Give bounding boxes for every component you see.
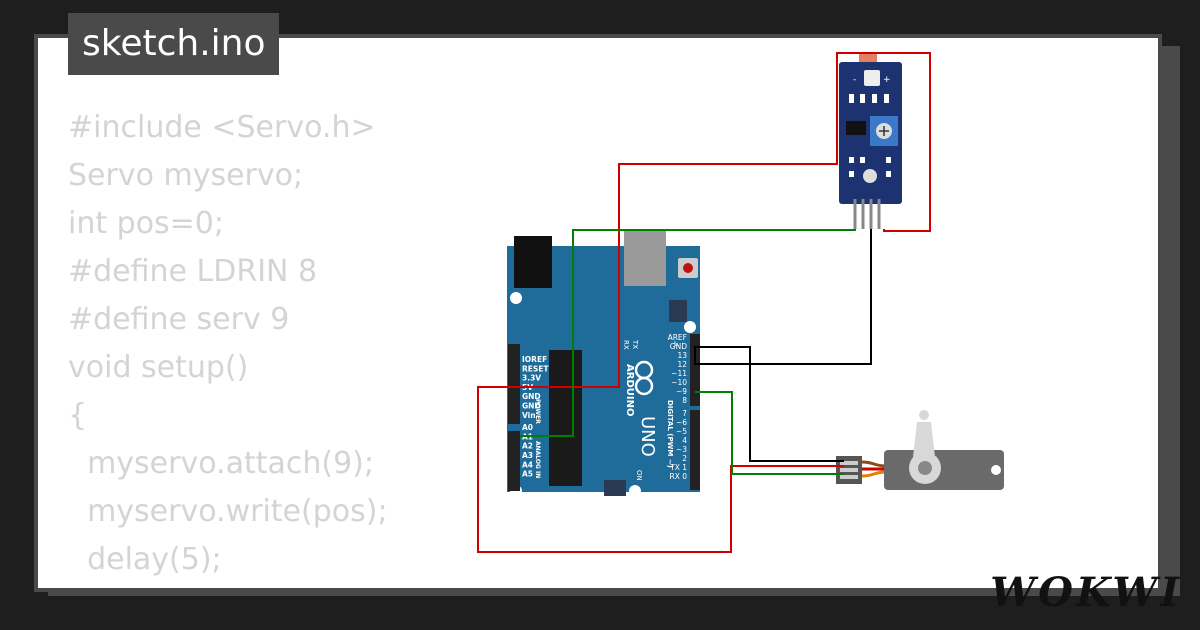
tx-label: TX bbox=[631, 339, 639, 349]
header-pin-label: RX 0 bbox=[669, 472, 687, 481]
pin-label: A2 bbox=[522, 442, 533, 451]
analog-header bbox=[508, 431, 520, 491]
board-brand-text: ARDUINO bbox=[624, 364, 635, 416]
power-section-label: POWER bbox=[534, 399, 541, 424]
pin-label: A5 bbox=[522, 470, 533, 479]
board-model-text: UNO bbox=[637, 416, 658, 457]
photoresistor-icon bbox=[859, 52, 877, 62]
header-pin-label: ~10 bbox=[671, 378, 687, 387]
wire-gnd-black bbox=[694, 229, 872, 462]
code-line: Servo myservo; bbox=[68, 158, 304, 193]
code-line: #include <Servo.h> bbox=[68, 110, 376, 145]
ldr-sensor-module[interactable]: - + bbox=[839, 52, 902, 229]
circuit-diagram: - + bbox=[477, 52, 1004, 553]
header-pin-label: AREF bbox=[668, 333, 687, 342]
pin-label: GND bbox=[522, 402, 541, 411]
wire-vcc-red bbox=[477, 52, 931, 553]
header-pin-label: ~3 bbox=[676, 445, 687, 454]
code-line: #define LDRIN 8 bbox=[68, 254, 318, 289]
code-line: myservo.attach(9); bbox=[68, 446, 374, 481]
arduino-uno-board[interactable]: IOREFRESET3.3V5VGNDGNDVinA0A1A2A3A4A5ARE… bbox=[507, 231, 700, 497]
on-label: ON bbox=[635, 470, 643, 481]
code-line: myservo.write(pos); bbox=[68, 494, 388, 529]
digital-header-high bbox=[690, 334, 700, 406]
header-pin-label: 4 bbox=[682, 436, 687, 445]
header-pin-label: 13 bbox=[677, 351, 687, 360]
code-line: #define serv 9 bbox=[68, 302, 290, 337]
servo-motor[interactable] bbox=[836, 410, 1004, 490]
pin-label: A4 bbox=[522, 460, 533, 469]
code-listing: #include <Servo.h> Servo myservo; int po… bbox=[68, 104, 388, 588]
code-line: delay(5); bbox=[68, 542, 222, 577]
pin-label: GND bbox=[522, 392, 541, 401]
digital-header-low bbox=[690, 410, 700, 490]
header-pin-label: 2 bbox=[682, 454, 687, 463]
usb-connector bbox=[624, 231, 666, 286]
wire-signal-green bbox=[520, 229, 856, 437]
pin-label: A3 bbox=[522, 451, 533, 460]
header-pin-label: GND bbox=[670, 342, 687, 351]
power-header bbox=[508, 344, 520, 424]
header-pin-label: 8 bbox=[682, 396, 687, 405]
pin-label: 3.3V bbox=[522, 374, 541, 383]
analog-section-label: ANALOG IN bbox=[534, 441, 541, 478]
code-line: void setup() bbox=[68, 350, 249, 385]
pin-label: A0 bbox=[522, 423, 533, 432]
code-line: { bbox=[68, 398, 88, 433]
header-pin-label: ~6 bbox=[676, 418, 687, 427]
svg-text:-: - bbox=[853, 75, 856, 85]
header-pin-label: 12 bbox=[677, 360, 687, 369]
arduino-logo-icon bbox=[634, 360, 654, 396]
pin-label: Vin bbox=[522, 411, 536, 420]
code-line: int pos=0; bbox=[68, 206, 225, 241]
svg-text:+: + bbox=[883, 75, 891, 85]
header-pin-label: TX 1 bbox=[669, 463, 687, 472]
header-pin-label: ~5 bbox=[676, 427, 687, 436]
rx-label: RX bbox=[622, 340, 630, 350]
wires bbox=[477, 52, 931, 553]
l-label: L bbox=[674, 340, 678, 348]
barrel-jack bbox=[514, 236, 552, 288]
sketch-filename-tab[interactable]: sketch.ino bbox=[68, 13, 280, 75]
digital-section-label: DIGITAL (PWM ~) bbox=[666, 400, 674, 468]
header-pin-label: 7 bbox=[682, 409, 687, 418]
wire-pwm-green bbox=[695, 391, 844, 475]
header-pin-label: ~11 bbox=[671, 369, 687, 378]
pin-label: IOREF bbox=[522, 355, 547, 364]
project-card: #include <Servo.h> Servo myservo; int po… bbox=[34, 34, 1162, 592]
pin-label: RESET bbox=[522, 364, 549, 373]
wokwi-logo: WOKWI bbox=[990, 569, 1182, 616]
header-pin-label: ~9 bbox=[676, 387, 687, 396]
microcontroller-chip bbox=[549, 350, 582, 486]
